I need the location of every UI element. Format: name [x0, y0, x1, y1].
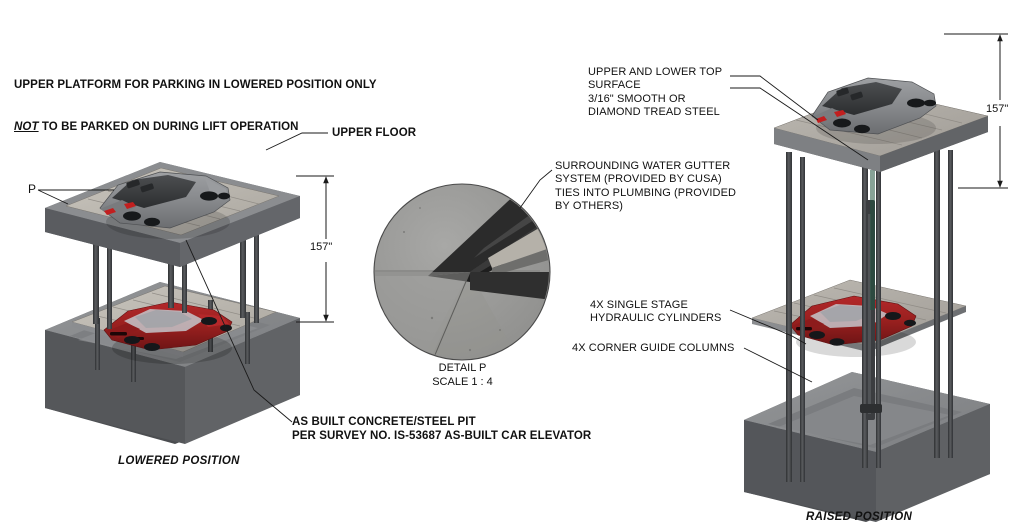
dimension-line-right — [944, 33, 1008, 189]
car-gray-suv-lowered — [99, 171, 231, 239]
detail-p-view — [373, 169, 553, 361]
callout-water-gutter: SURROUNDING WATER GUTTER SYSTEM (PROVIDE… — [555, 160, 737, 213]
callout-as-built-pit: AS BUILT CONCRETE/STEEL PIT PER SURVEY N… — [292, 416, 592, 443]
warning-line-1: UPPER PLATFORM FOR PARKING IN LOWERED PO… — [14, 79, 377, 92]
car-red-sports-lowered — [103, 301, 233, 364]
view-label-lowered: LOWERED POSITION — [118, 455, 240, 467]
warning-emphasis: NOT — [14, 121, 39, 134]
dimension-line-left — [296, 175, 334, 323]
raised-position-model — [729, 33, 1008, 522]
callout-guide-columns: 4X CORNER GUIDE COLUMNS — [572, 342, 735, 354]
dimension-label-right: 157" — [984, 103, 1011, 115]
callout-upper-floor: UPPER FLOOR — [332, 127, 417, 139]
callout-top-surface: UPPER AND LOWER TOP SURFACE 3/16" SMOOTH… — [588, 66, 723, 119]
dimension-label-left: 157" — [308, 241, 335, 253]
leader-lines-detail — [519, 169, 553, 209]
leader-lines-right — [729, 75, 869, 383]
detail-p-caption: DETAIL P SCALE 1 : 4 — [432, 362, 493, 388]
warning-line-2: NOT TO BE PARKED ON DURING LIFT OPERATIO… — [14, 120, 377, 134]
car-gray-suv-raised — [811, 77, 937, 144]
detail-marker-p: P — [28, 182, 37, 196]
view-label-raised: RAISED POSITION — [806, 511, 913, 523]
warning-line-2-rest: TO BE PARKED ON DURING LIFT OPERATION — [38, 121, 299, 134]
guide-columns-raised — [786, 130, 953, 482]
hydraulic-cylinders-raised — [860, 170, 882, 420]
callout-hydraulic-cylinders: 4X SINGLE STAGE HYDRAULIC CYLINDERS — [590, 299, 722, 325]
lowered-position-model — [37, 132, 334, 444]
warning-note: UPPER PLATFORM FOR PARKING IN LOWERED PO… — [14, 50, 377, 162]
leader-lines-left — [37, 132, 328, 423]
